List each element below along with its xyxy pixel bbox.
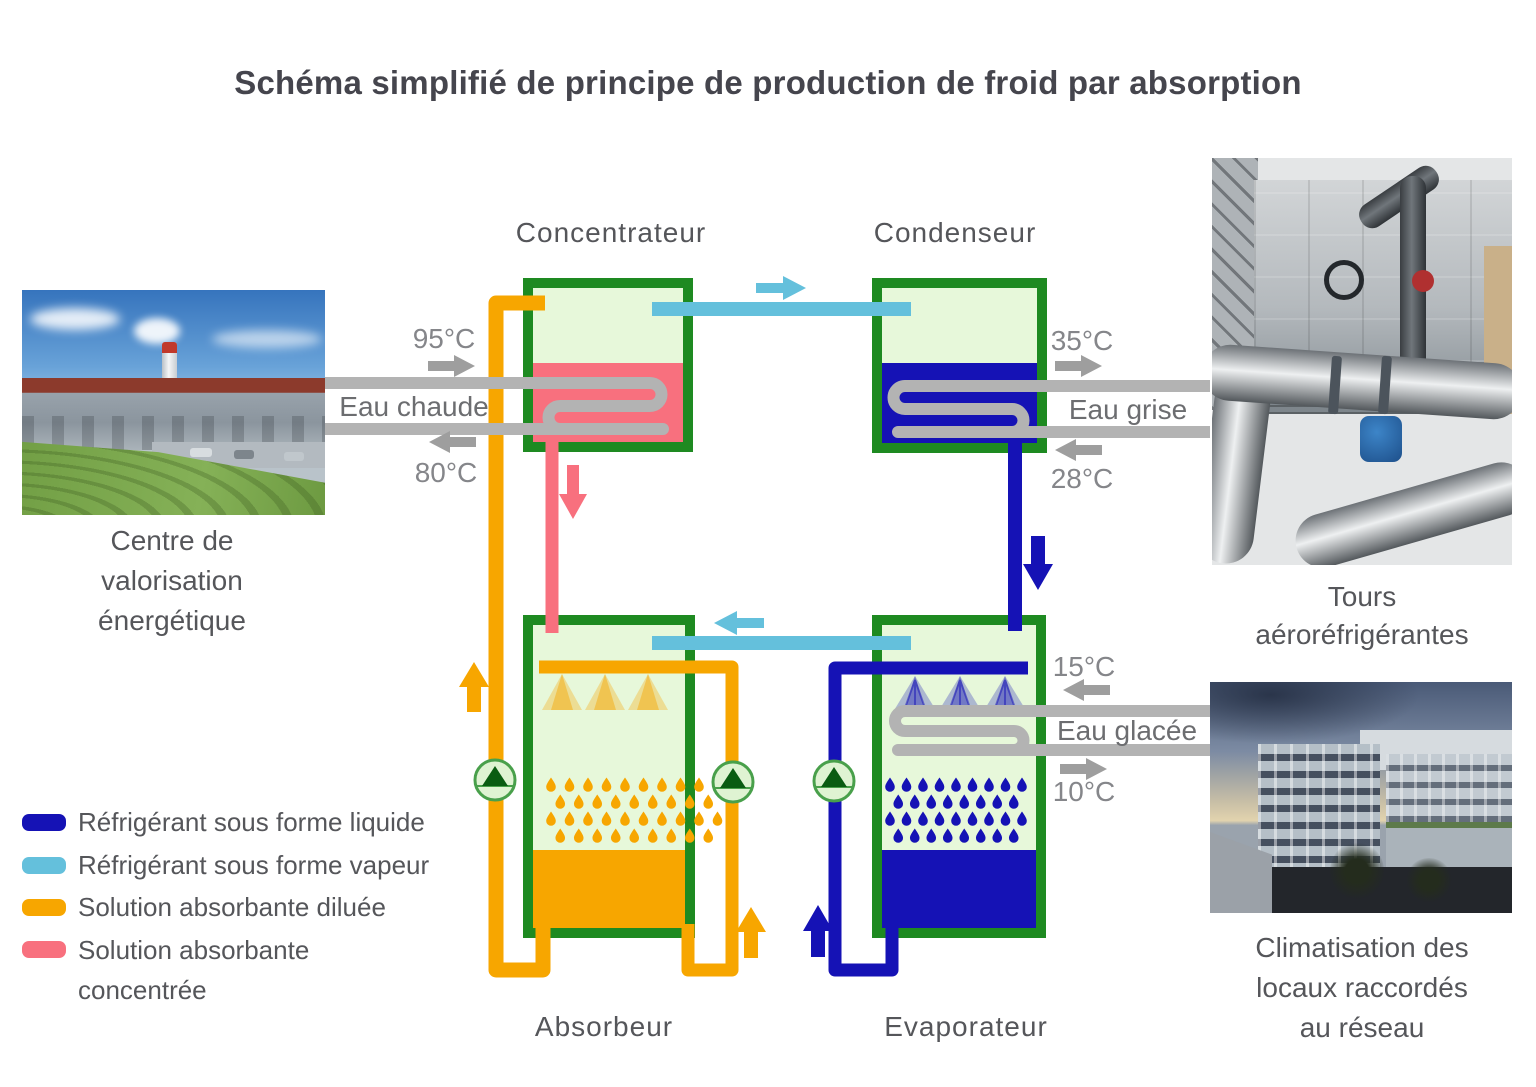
photo-climatisation-locaux	[1210, 682, 1512, 913]
spray-evaporateur	[893, 676, 1027, 712]
low-building	[1386, 822, 1512, 874]
arrow-absorbeur-recirc-up	[736, 907, 766, 958]
arrow-eau-chaude-out	[429, 431, 476, 453]
blue-valve	[1360, 416, 1402, 462]
arrow-vapeur-right	[756, 276, 806, 300]
coil-eau-chaude	[322, 377, 669, 435]
arrow-solution-diluee-up	[459, 662, 489, 712]
label-eau-chaude: Eau chaude	[339, 391, 489, 422]
temp-eau-grise-out: 35°C	[1050, 325, 1114, 356]
pump-solution-diluee	[473, 758, 517, 802]
temp-eau-glacee-out: 10°C	[1052, 776, 1116, 807]
cloud	[212, 330, 322, 348]
photo-tours-aerorefrigerantes	[1212, 158, 1512, 565]
pipe-evaporateur-recirculation	[828, 661, 1028, 977]
pump-absorbeur-recirculation	[711, 760, 755, 804]
legend-swatch-solution-concentree	[22, 941, 66, 958]
car	[284, 452, 304, 461]
arrow-solution-concentree-down	[559, 465, 587, 519]
liquid-refrigerant-evaporateur	[882, 850, 1036, 928]
caption-climatisation: Climatisation des locaux raccordés au ré…	[1255, 932, 1469, 1043]
arrow-refrigerant-down	[1023, 536, 1053, 590]
coil-eau-grise	[887, 380, 1210, 438]
arrow-eau-glacee-out	[1060, 758, 1107, 780]
label-concentrateur: Concentrateur	[515, 217, 707, 248]
caption-tours: Tours aéroréfrigérantes	[1255, 581, 1469, 650]
spray-absorbeur	[542, 674, 668, 710]
temp-eau-chaude-out: 80°C	[414, 457, 478, 488]
droplets-evaporateur	[885, 777, 1027, 843]
legend-swatch-solution-diluee	[22, 899, 66, 916]
arrow-vapeur-left	[714, 611, 764, 635]
cloud	[30, 308, 120, 330]
arrow-eau-glacee-in	[1063, 679, 1110, 701]
label-eau-grise: Eau grise	[1068, 394, 1188, 425]
coil-eau-glacee	[889, 705, 1210, 756]
valve-handwheel	[1324, 260, 1364, 300]
page-title: Schéma simplifié de principe de producti…	[234, 64, 1302, 101]
label-eau-glacee: Eau glacée	[1056, 715, 1198, 746]
pipe-solution-diluee-riser	[488, 295, 551, 978]
pump-evaporateur-recirculation	[812, 759, 856, 803]
arrow-eau-grise-out	[1055, 355, 1102, 377]
temp-eau-chaude-in: 95°C	[412, 323, 476, 354]
label-evaporateur: Evaporateur	[884, 1011, 1048, 1042]
label-absorbeur: Absorbeur	[534, 1011, 674, 1042]
liquid-solution-absorbeur	[533, 850, 685, 928]
red-valve	[1412, 270, 1434, 292]
legend-label-refrigerant-liquide: Réfrigérant sous forme liquide	[78, 807, 425, 837]
arrow-evaporateur-recirc-up	[803, 905, 833, 957]
temp-eau-glacee-in: 15°C	[1052, 651, 1116, 682]
car	[234, 450, 254, 459]
plant-building	[22, 378, 325, 450]
legend-label-refrigerant-vapeur: Réfrigérant sous forme vapeur	[78, 850, 430, 880]
chimney-top	[162, 342, 177, 353]
arrow-eau-grise-in	[1055, 439, 1102, 461]
temp-eau-grise-in: 28°C	[1050, 463, 1114, 494]
legend-swatch-refrigerant-vapeur	[22, 857, 66, 874]
caption-centre-valorisation: Centre de valorisation énergétique	[98, 525, 246, 636]
tree	[1406, 858, 1452, 902]
photo-centre-valorisation	[22, 290, 325, 515]
legend-swatch-refrigerant-liquide	[22, 814, 66, 831]
label-condenseur: Condenseur	[873, 217, 1037, 248]
legend-label-solution-concentree: Solution absorbante concentrée	[78, 935, 310, 1005]
car	[190, 448, 212, 457]
arrow-eau-chaude-in	[428, 355, 475, 377]
pipe-absorbeur-recirculation	[539, 660, 739, 977]
droplets-absorbeur	[546, 777, 723, 843]
tree	[1330, 842, 1384, 900]
smoke-plume	[134, 318, 180, 344]
steel-pipe-lower	[1289, 455, 1512, 565]
legend-label-solution-diluee: Solution absorbante diluée	[78, 892, 386, 922]
